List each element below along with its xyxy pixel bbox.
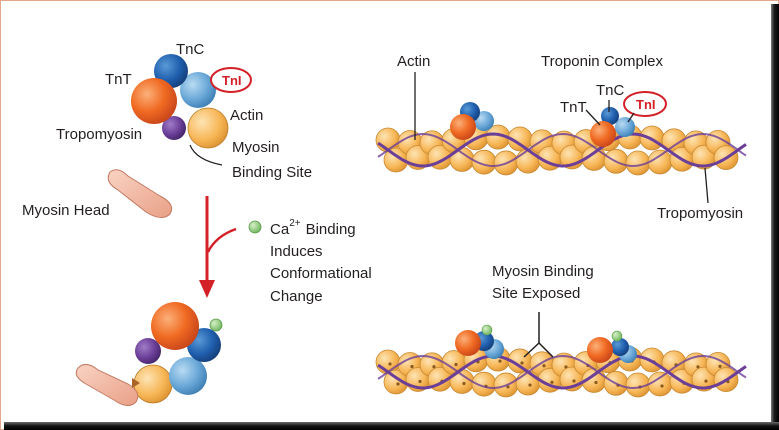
tropomyosin-strand <box>377 354 747 390</box>
binding-site-dot <box>572 379 576 383</box>
binding-site-dot <box>432 365 436 369</box>
myosin-head-top <box>107 169 173 218</box>
label-tropomyosin-right: Tropomyosin <box>657 205 743 222</box>
binding-site-dot <box>520 361 524 365</box>
label-myosin-head: Myosin Head <box>22 202 110 219</box>
ca-symbol: Ca <box>270 221 290 238</box>
tnc-ball-filament-2 <box>601 107 619 125</box>
label-ca-binding: Ca2+ Binding <box>270 218 356 238</box>
label-myosin-binding-2: Binding Site <box>232 164 312 181</box>
binding-site-dot <box>718 364 722 368</box>
thin-filament-activated <box>375 346 747 398</box>
label-ca-line4: Change <box>270 288 323 305</box>
label-tni-right: TnI <box>636 97 656 112</box>
tni-ball-bottom <box>169 357 207 395</box>
tnt-ball-filament <box>450 114 476 140</box>
label-myosin-binding-1: Myosin <box>232 139 280 156</box>
binding-site-dot <box>696 365 700 369</box>
label-tni-top: TnI <box>222 73 242 88</box>
binding-site-dot <box>506 385 510 389</box>
calcium-ion <box>248 220 262 234</box>
binding-site-dot <box>418 379 422 384</box>
label-exposed-1: Myosin Binding <box>492 263 594 280</box>
binding-site-dot <box>410 364 414 369</box>
complex-relaxed <box>131 54 229 166</box>
binding-site-dot <box>660 384 664 388</box>
tropomyosin-strand <box>377 132 747 168</box>
binding-site-dot <box>594 380 598 385</box>
tni-ball <box>180 72 216 108</box>
tropomyosin-ball-bottom <box>135 338 161 364</box>
ca-charge: 2+ <box>289 218 301 229</box>
actin-subunit <box>187 107 229 149</box>
complex-activated <box>133 302 223 404</box>
tnt-ball-exposed-2 <box>587 337 613 363</box>
tnt-pointer <box>585 109 601 126</box>
label-tnc-top: TnC <box>176 41 205 58</box>
tni-oval-right <box>623 91 667 117</box>
tropomyosin-strand <box>377 354 747 390</box>
binding-site-dot <box>528 383 532 387</box>
tni-ball-filament-2 <box>615 117 635 137</box>
tnc-ball-exposed-2 <box>611 338 629 356</box>
label-tnt-left: TnT <box>105 71 132 88</box>
tnc-ball <box>154 54 188 88</box>
actin-monomer <box>647 371 673 397</box>
exposed-site-pointer <box>523 312 554 358</box>
label-tnt-right: TnT <box>560 99 587 116</box>
conformational-arrow <box>199 196 237 298</box>
label-ca-line3: Conformational <box>270 265 372 282</box>
tropomyosin-ball <box>162 116 186 140</box>
tni-pointer <box>627 112 635 123</box>
tnt-ball-exposed <box>455 330 481 356</box>
binding-site-dot <box>542 364 546 368</box>
calcium-bound <box>209 318 223 332</box>
binding-site-dot <box>704 379 708 383</box>
label-actin-left: Actin <box>230 107 263 124</box>
label-tropomyosin-left: Tropomyosin <box>56 126 142 143</box>
frame-shadow-bottom <box>4 422 779 430</box>
tropomyosin-pointer <box>704 167 709 204</box>
troponin-top-2 <box>590 107 635 147</box>
tni-oval-top <box>210 67 252 93</box>
calcium-exposed-2 <box>611 330 623 342</box>
actin-subunit-bottom <box>133 364 173 404</box>
troponin-bottom-1 <box>455 324 504 359</box>
binding-site-dot <box>454 362 458 367</box>
myosin-head-bottom <box>75 364 140 406</box>
label-troponin-complex: Troponin Complex <box>541 53 663 70</box>
binding-site-dot <box>462 381 466 386</box>
thin-filament-relaxed <box>375 124 747 176</box>
tnt-ball-bottom <box>151 302 199 350</box>
label-actin-right: Actin <box>397 53 430 70</box>
binding-site-dot <box>550 380 554 384</box>
label-tnc-right: TnC <box>596 82 625 99</box>
binding-site-dot <box>388 362 392 366</box>
tnt-ball-filament-2 <box>590 121 616 147</box>
tnt-ball <box>131 78 177 124</box>
actin-monomer <box>647 149 673 175</box>
binding-site-dot <box>498 359 502 363</box>
calcium-exposed <box>481 324 493 336</box>
troponin-top-1 <box>450 102 494 140</box>
binding-site-dot <box>396 382 400 386</box>
label-exposed-2: Site Exposed <box>492 285 580 302</box>
frame-shadow-right <box>771 4 779 430</box>
binding-site-pointer <box>189 144 223 166</box>
ca-binding-word: Binding <box>306 221 356 238</box>
troponin-bottom-2 <box>587 330 637 363</box>
tropomyosin-strand <box>377 132 747 168</box>
label-ca-line2: Induces <box>270 243 323 260</box>
